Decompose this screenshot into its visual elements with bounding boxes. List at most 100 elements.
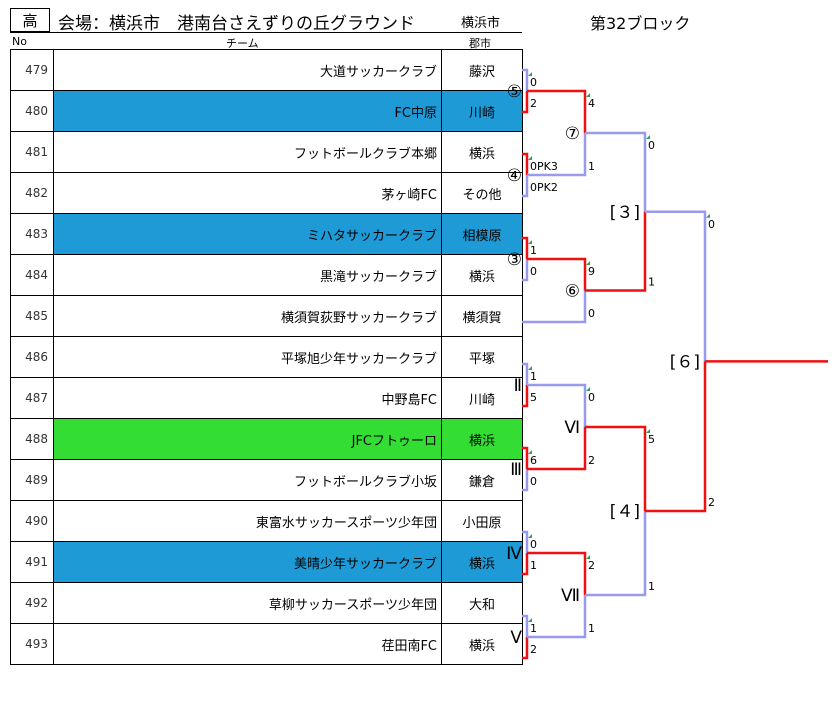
match-label: [３]	[610, 203, 640, 223]
match-label: [６]	[670, 352, 700, 372]
team-city: 大和	[441, 582, 523, 624]
match-label: Ⅶ	[561, 586, 580, 606]
score-top: 6	[530, 454, 537, 467]
bracket-line	[522, 68, 529, 91]
bracket-line	[522, 152, 529, 175]
team-name: FC中原	[53, 90, 442, 132]
bracket-line	[527, 383, 587, 427]
team-city: 川崎	[441, 90, 523, 132]
team-number: 487	[10, 377, 54, 419]
team-city: 横浜	[441, 418, 523, 460]
venue-city: 横浜市	[461, 16, 501, 31]
score-bottom: 0	[530, 265, 537, 278]
bracket-line	[522, 362, 529, 385]
score-top: 0	[530, 76, 537, 89]
bracket-line	[522, 236, 529, 259]
block-title: 第32ブロック	[590, 14, 691, 33]
team-name: 中野島FC	[53, 377, 442, 419]
bracket-line	[522, 553, 529, 576]
bracket-line	[522, 469, 529, 492]
score-bottom: 0	[588, 307, 595, 320]
bracket-line	[522, 446, 529, 469]
bracket-line	[522, 290, 587, 324]
bracket-marker	[586, 261, 590, 265]
bracket-line	[522, 385, 529, 408]
team-name: ミハタサッカークラブ	[53, 213, 442, 255]
column-header-city: 郡市	[469, 37, 491, 50]
bracket-line	[527, 133, 587, 177]
team-city: 横浜	[441, 541, 523, 583]
score-bottom: 0PK2	[530, 181, 558, 194]
match-label: Ⅱ	[514, 376, 522, 396]
score-top: 5	[648, 433, 655, 446]
match-label: ⑦	[565, 124, 580, 144]
team-name: 美晴少年サッカークラブ	[53, 541, 442, 583]
score-bottom: 1	[588, 622, 595, 635]
team-city: 相模原	[441, 213, 523, 255]
team-number: 489	[10, 459, 54, 501]
score-top: 0	[648, 139, 655, 152]
match-label: [４]	[610, 502, 640, 522]
score-bottom: 0	[530, 475, 537, 488]
score-top: 1	[530, 244, 537, 257]
match-label: ④	[507, 166, 522, 186]
grade-badge: 高	[10, 8, 50, 32]
bracket-marker	[528, 240, 532, 244]
score-top: 1	[530, 370, 537, 383]
score-bottom: 2	[530, 97, 537, 110]
bracket-marker	[528, 450, 532, 454]
bracket-marker	[528, 618, 532, 622]
match-label: Ⅴ	[510, 628, 522, 648]
bracket-marker	[528, 534, 532, 538]
bracket-line	[585, 511, 647, 597]
score-bottom: 2	[588, 454, 595, 467]
score-bottom: 1	[648, 580, 655, 593]
bracket-line	[585, 425, 647, 511]
team-number: 490	[10, 500, 54, 542]
match-label: Ⅲ	[510, 460, 522, 480]
team-city: 横浜	[441, 254, 523, 296]
team-name: JFCフトゥーロ	[53, 418, 442, 460]
score-bottom: 2	[708, 496, 715, 509]
team-number: 482	[10, 172, 54, 214]
score-top: 0PK3	[530, 160, 558, 173]
bracket-line	[527, 257, 587, 291]
bracket-line	[527, 89, 587, 133]
team-number: 480	[10, 90, 54, 132]
bracket-marker	[586, 555, 590, 559]
team-name: フットボールクラブ本郷	[53, 131, 442, 173]
bracket-marker	[646, 135, 650, 139]
bracket-line	[527, 551, 587, 595]
score-top: 1	[530, 622, 537, 635]
bracket-marker	[528, 72, 532, 76]
bracket-line	[645, 210, 707, 362]
team-name: 平塚旭少年サッカークラブ	[53, 336, 442, 378]
bracket-line	[522, 530, 529, 553]
bracket-marker	[646, 429, 650, 433]
bracket-line	[522, 259, 529, 282]
score-bottom: 2	[530, 643, 537, 656]
bracket-line	[522, 175, 529, 198]
bracket-line	[585, 131, 647, 212]
team-number: 488	[10, 418, 54, 460]
column-header-team: チーム	[226, 37, 259, 50]
bracket-line	[585, 211, 647, 292]
team-name: 荏田南FC	[53, 623, 442, 665]
team-name: 東富水サッカースポーツ少年団	[53, 500, 442, 542]
